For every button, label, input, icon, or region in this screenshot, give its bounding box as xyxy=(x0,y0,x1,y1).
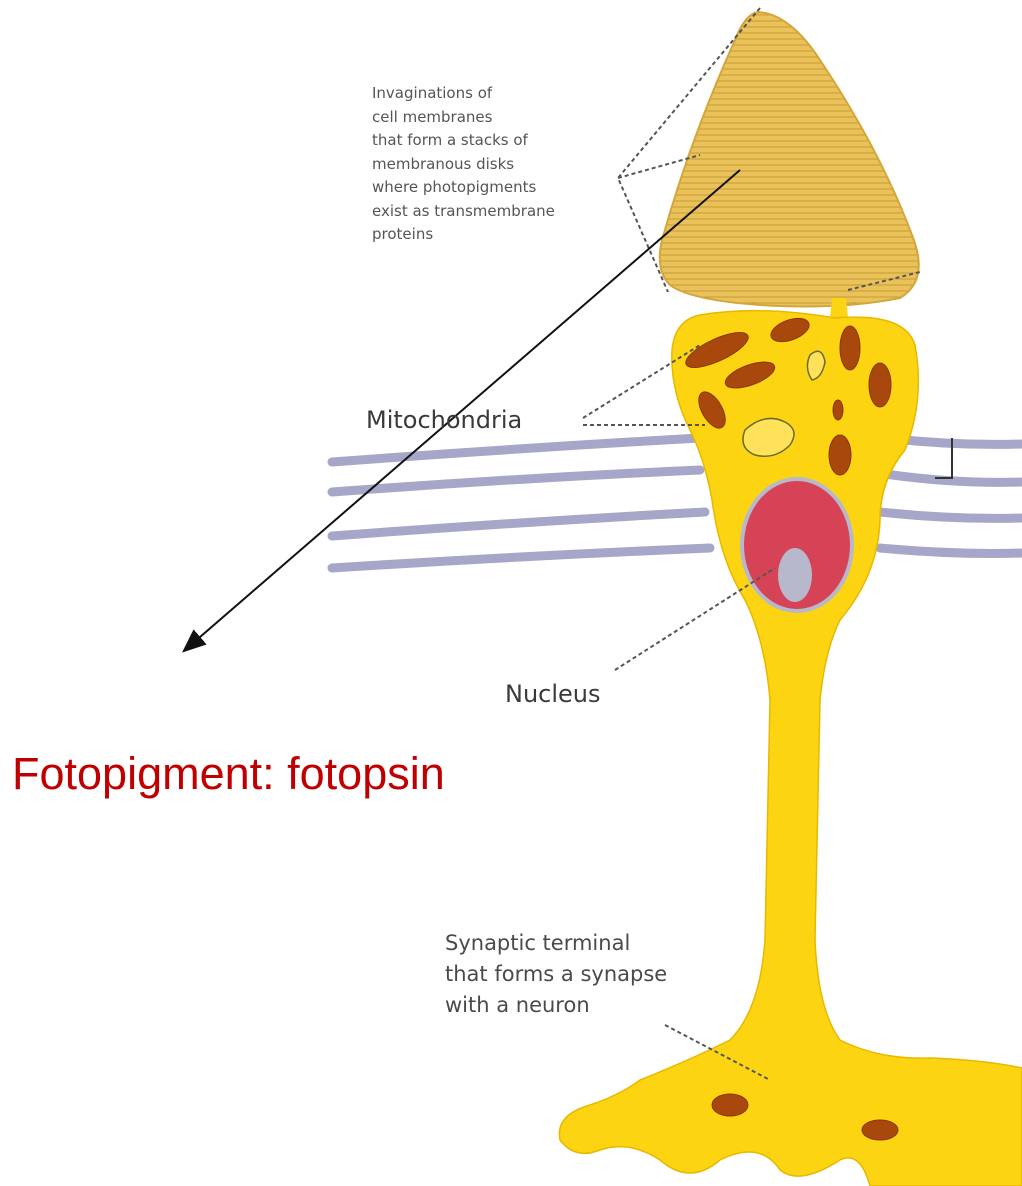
invaginations-line-2: cell membranes xyxy=(372,106,555,130)
invaginations-line-3: that form a stacks of xyxy=(372,129,555,153)
membrane-bands xyxy=(332,438,1022,568)
photopigment-label: Fotopigment: fotopsin xyxy=(12,748,445,800)
mitochondria-label: Mitochondria xyxy=(366,406,522,434)
outer-segment xyxy=(660,12,919,306)
invaginations-line-4: membranous disks xyxy=(372,153,555,177)
invaginations-line-1: Invaginations of xyxy=(372,82,555,106)
invaginations-label: Invaginations of cell membranes that for… xyxy=(372,82,555,247)
nucleus-label: Nucleus xyxy=(505,680,601,708)
invaginations-line-6: exist as transmembrane xyxy=(372,200,555,224)
synaptic-label: Synaptic terminal that forms a synapse w… xyxy=(445,928,667,1021)
synaptic-line-3: with a neuron xyxy=(445,990,667,1021)
connecting-cilium xyxy=(830,298,848,318)
synaptic-line-2: that forms a synapse xyxy=(445,959,667,990)
invaginations-line-7: proteins xyxy=(372,223,555,247)
synaptic-line-1: Synaptic terminal xyxy=(445,928,667,959)
nucleolus xyxy=(778,548,812,602)
invaginations-line-5: where photopigments xyxy=(372,176,555,200)
